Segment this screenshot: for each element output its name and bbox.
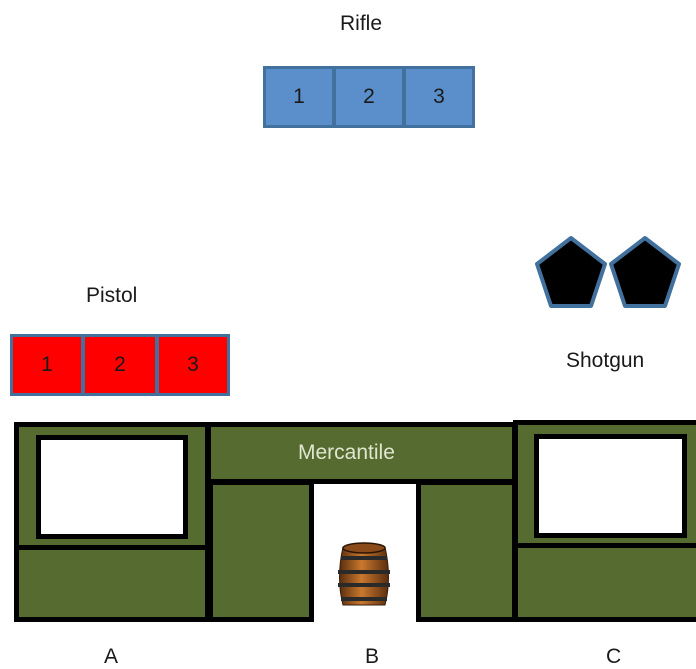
pistol-slot-2[interactable]: 2: [82, 334, 158, 396]
center-left-pillar: [208, 480, 314, 622]
left-wall-divider: [14, 545, 210, 550]
position-label-a: A: [104, 645, 119, 668]
position-label-b: B: [365, 645, 380, 668]
right-window[interactable]: [534, 434, 687, 538]
pentagon-icon[interactable]: [609, 236, 681, 308]
pentagon-icon[interactable]: [535, 236, 607, 308]
right-wall-divider: [513, 543, 696, 548]
left-window[interactable]: [36, 435, 188, 539]
rifle-label: Rifle: [340, 12, 383, 35]
pistol-label: Pistol: [86, 284, 138, 307]
rifle-slot-3[interactable]: 3: [403, 66, 475, 128]
mercantile-sign-text: Mercantile: [298, 441, 395, 464]
position-label-c: C: [606, 645, 622, 668]
pistol-slot-3[interactable]: 3: [156, 334, 230, 396]
pistol-slot-1[interactable]: 1: [10, 334, 84, 396]
shotgun-label: Shotgun: [566, 349, 645, 372]
mercantile-sign: [206, 422, 517, 484]
